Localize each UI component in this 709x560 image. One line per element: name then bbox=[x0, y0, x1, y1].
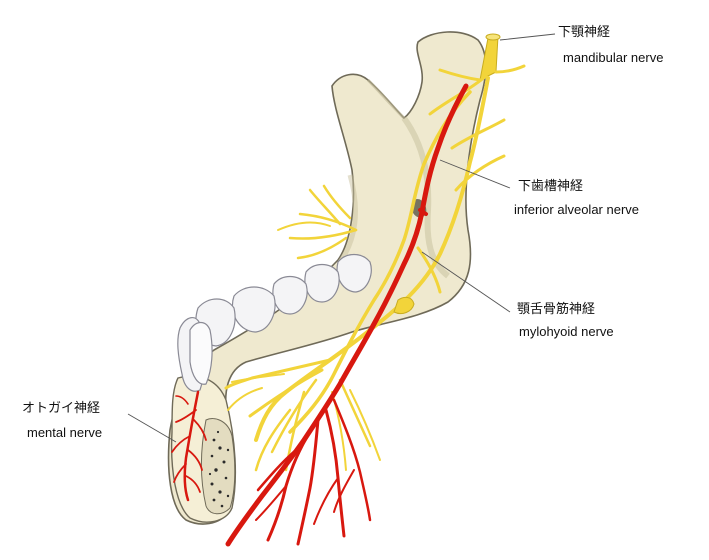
nerves bbox=[224, 33, 526, 472]
leader-inferior-alveolar bbox=[439, 159, 511, 189]
label-mental-nerve-jp: オトガイ神経 bbox=[22, 401, 101, 416]
label-mylohyoid-nerve-jp: 顎舌骨筋神経 bbox=[517, 302, 596, 317]
leader-mental bbox=[127, 413, 177, 443]
leader-mandibular bbox=[499, 33, 556, 41]
teeth bbox=[177, 253, 372, 392]
label-mandibular-nerve-en: mandibular nerve bbox=[563, 50, 664, 65]
cancellous-dots bbox=[208, 430, 230, 508]
label-mandibular-nerve-jp: 下顎神経 bbox=[558, 25, 611, 40]
label-inferior-alveolar-nerve-en: inferior alveolar nerve bbox=[514, 202, 640, 217]
label-mylohyoid-nerve-en: mylohyoid nerve bbox=[519, 324, 614, 339]
label-mental-nerve-en: mental nerve bbox=[27, 425, 103, 440]
leader-lines bbox=[127, 33, 556, 443]
leader-mylohyoid bbox=[421, 251, 511, 313]
arteries bbox=[171, 83, 469, 547]
label-inferior-alveolar-nerve-jp: 下歯槽神経 bbox=[518, 179, 584, 194]
